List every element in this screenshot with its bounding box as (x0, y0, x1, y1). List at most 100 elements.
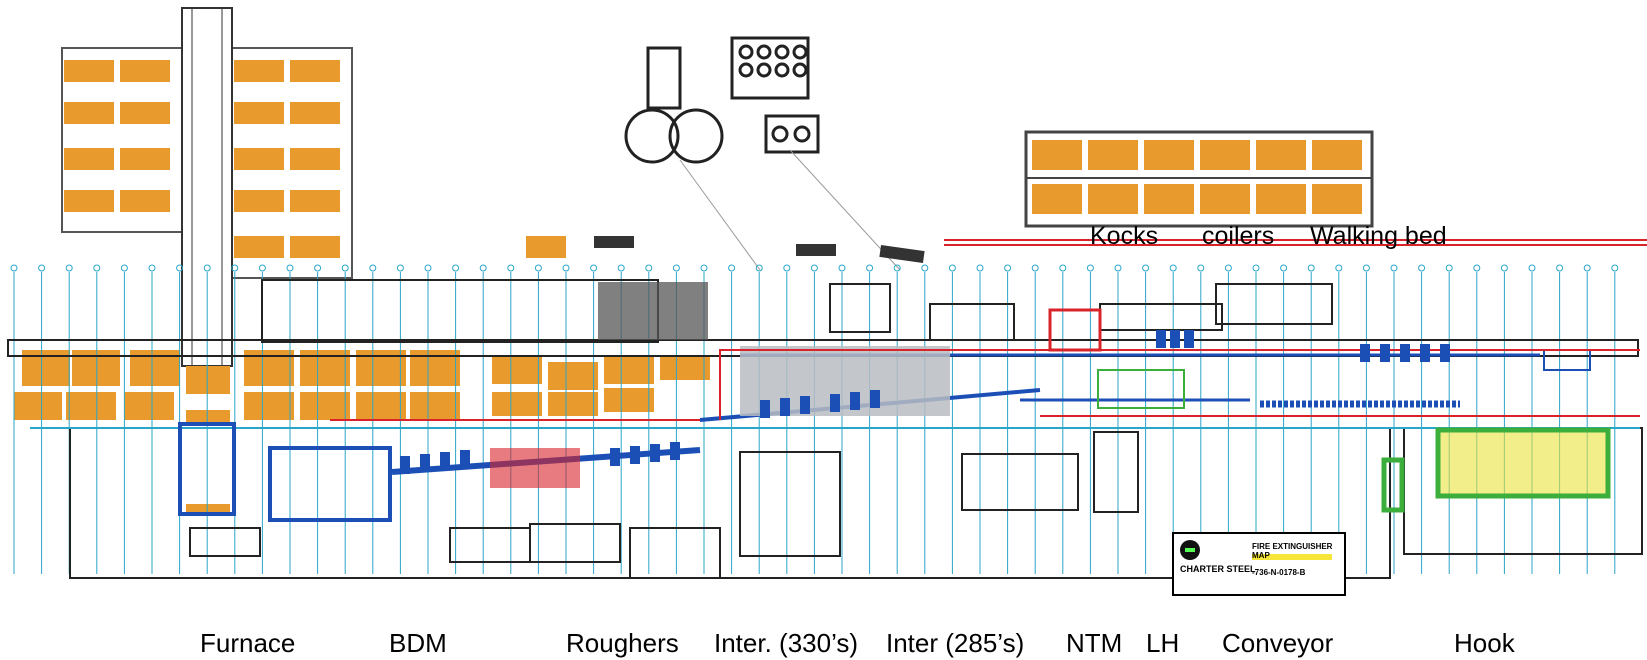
grid-bubble (893, 264, 901, 272)
grid-bubble (700, 264, 708, 272)
grid-bubble (783, 264, 791, 272)
grid-bubble (38, 264, 46, 272)
coil-bay (1200, 184, 1250, 214)
storage-bay (492, 392, 542, 416)
coil-bay (1200, 140, 1250, 170)
storage-bay (356, 392, 406, 420)
grid-bubble (1556, 264, 1564, 272)
mill-stand (670, 442, 680, 460)
grid-bubble (1086, 264, 1094, 272)
grid-bubble (314, 264, 322, 272)
mill-stand (630, 446, 640, 464)
map-title: FIRE EXTINGUISHER MAP (1252, 542, 1333, 560)
storage-bay (244, 392, 294, 420)
grid-bubble (286, 264, 294, 272)
drawing-number: -736-N-0178-B (1252, 568, 1306, 577)
title-highlight (1252, 554, 1332, 560)
grid-bubble (10, 264, 18, 272)
grid-bubble (534, 264, 542, 272)
mill-stand (800, 396, 810, 414)
mill-stand (460, 450, 470, 468)
label-roughers: Roughers (566, 628, 679, 658)
mill-stand (780, 398, 790, 416)
mill-stand (1184, 330, 1194, 348)
billet-rack (290, 190, 340, 212)
mill-stand (1440, 344, 1450, 362)
mill-stand (1400, 344, 1410, 362)
grid-bubble (1031, 264, 1039, 272)
label-hook: Hook (1454, 628, 1515, 658)
billet-rack (64, 148, 114, 170)
label-furnace: Furnace (200, 628, 296, 658)
grid-bubble (755, 264, 763, 272)
label-coilers: coilers (1202, 222, 1275, 250)
billet-rack (64, 102, 114, 124)
grid-bubble (1197, 264, 1205, 272)
billet-rack (120, 190, 170, 212)
mill-stand (400, 456, 410, 474)
grid-bubble (148, 264, 156, 272)
grid-bubble (1004, 264, 1012, 272)
grid-bubble (396, 264, 404, 272)
storage-bay (300, 392, 350, 420)
label-lh: LH (1146, 628, 1180, 658)
grid-bubble (507, 264, 515, 272)
mill-stand (1360, 344, 1370, 362)
mill-stand (850, 392, 860, 410)
mill-stands (400, 330, 1450, 474)
mill-stand (650, 444, 660, 462)
billet-rack (234, 102, 284, 124)
grid-bubble (645, 264, 653, 272)
label-inter-330: Inter. (330’s) (714, 628, 859, 658)
billet-rack (290, 236, 340, 258)
storage-bay (604, 388, 654, 412)
billet-rack (234, 148, 284, 170)
coil-storage-building (1024, 130, 1374, 228)
grid-bubble (672, 264, 680, 272)
grid-bubble (341, 264, 349, 272)
billet-rack (290, 102, 340, 124)
title-block: FIRE EXTINGUISHER MAP CHARTER STEEL -736… (1172, 532, 1346, 596)
coil-bay (1144, 184, 1194, 214)
hatched-areas (598, 282, 708, 340)
grid-bubble (810, 264, 818, 272)
grid-bubble (1114, 264, 1122, 272)
coil-bays (1032, 140, 1362, 214)
grid-bubble (866, 264, 874, 272)
grid-bubble (1224, 264, 1232, 272)
grid-bubble (562, 264, 570, 272)
storage-bay (186, 366, 230, 394)
grid-bubble (1059, 264, 1067, 272)
mill-stand (1170, 330, 1180, 348)
grid-bubble (120, 264, 128, 272)
grid-bubble (976, 264, 984, 272)
label-kocks: Kocks (1090, 222, 1159, 250)
grid-bubble (1418, 264, 1426, 272)
billet-rack (120, 102, 170, 124)
storage-bay (604, 356, 654, 384)
grid-bubble (1362, 264, 1370, 272)
grid-bubble (1280, 264, 1288, 272)
grid-bubble (369, 264, 377, 272)
storage-bay (548, 392, 598, 416)
grid-bubble (1335, 264, 1343, 272)
mill-stand (420, 454, 430, 472)
grid-bubble (93, 264, 101, 272)
grid-bubble (1307, 264, 1315, 272)
label-walking-bed: Walking bed (1310, 222, 1447, 250)
billet-rack (290, 60, 340, 82)
grid-bubble (1473, 264, 1481, 272)
grid-bubble (452, 264, 460, 272)
grid-bubble (1142, 264, 1150, 272)
grid-bubble (424, 264, 432, 272)
coil-bay (1032, 184, 1082, 214)
grid-bubble (1500, 264, 1508, 272)
label-ntm: NTM (1066, 628, 1123, 658)
company-name: CHARTER STEEL (1180, 564, 1256, 574)
billet-rack (290, 148, 340, 170)
mill-stand (1420, 344, 1430, 362)
rolling-line (30, 308, 1640, 522)
grid-bubble (728, 264, 736, 272)
grid-bubble (203, 264, 211, 272)
billet-rack (234, 190, 284, 212)
